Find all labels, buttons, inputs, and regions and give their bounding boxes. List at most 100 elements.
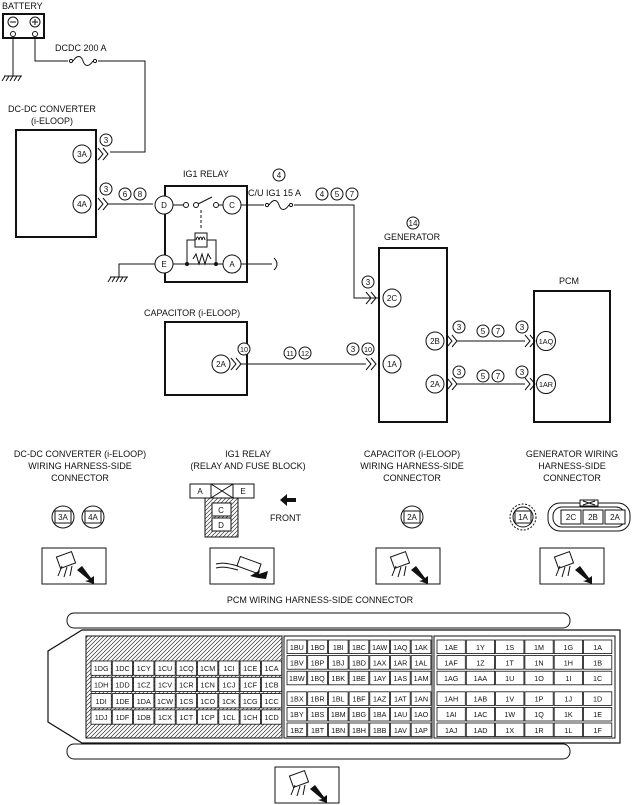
pcm-pin-cell: [524, 670, 554, 686]
pcm-pin-label: 1CS: [179, 697, 193, 706]
capacitor-label: CAPACITOR (i-ELOOP): [144, 308, 240, 318]
pcm-pin-label: 1O: [534, 674, 544, 683]
note-6: 6: [123, 190, 128, 199]
pcm-pin-label: 1BG: [352, 710, 367, 719]
battery-label: BATTERY: [2, 1, 43, 11]
pcm-pin-cell: [133, 693, 155, 709]
dcdc-pin-3a: 3A: [77, 150, 87, 159]
pcm-pin-cell: [495, 707, 525, 722]
pcm-pin-cell: [524, 707, 554, 722]
pcm-pin-cell: [197, 676, 219, 692]
relay-pin-d: D: [161, 201, 167, 210]
pcm-pin-cell: [218, 660, 240, 676]
pcm-pin-label: 1CY: [137, 664, 151, 673]
pcm-pin-cell: [197, 693, 219, 709]
pcm-pin-label: 1C: [593, 674, 602, 683]
pcm-pin-cell: [286, 691, 308, 706]
pcm-pin-label: 1BH: [352, 726, 366, 735]
pcm-pin-cell: [524, 639, 554, 655]
note-12: 12: [301, 349, 309, 358]
pcm-pin-cell: [553, 691, 583, 706]
pcm-pin-cell: [465, 691, 495, 706]
pcm-pin-label: 1AN: [414, 695, 428, 704]
note-2a-7: 7: [496, 372, 501, 381]
pcm-pin-label: 1W: [504, 710, 515, 719]
pcm-pin-label: 1N: [534, 658, 543, 667]
pcm-pin-label: 1DF: [116, 713, 130, 722]
pcm-pin-cell: [583, 639, 613, 655]
pcm-pin-1ar: 1AR: [539, 380, 553, 389]
pcm-pin-label: 1DA: [137, 697, 151, 706]
pcm-pin-label: 1AE: [444, 643, 458, 652]
pcm-pin-label: 1CM: [200, 664, 215, 673]
relay-pin-e: E: [161, 260, 166, 269]
pcm-pin-cell: [524, 655, 554, 670]
pcm-pin-cell: [133, 660, 155, 676]
generator-label: GENERATOR: [384, 232, 441, 242]
pcm-pin-cell: [90, 709, 112, 725]
pcm-pin-cell: [495, 639, 525, 655]
gen-pin-2a: 2A: [430, 380, 440, 389]
pcm-pin-label: 1BS: [311, 710, 325, 719]
pcm-pin-cell: [583, 670, 613, 686]
pcm-pin-label: 1CJ: [223, 680, 236, 689]
pcm-pin-cell: [307, 655, 328, 670]
gen-pin-2b: 2B: [430, 337, 440, 346]
pcm-pin-cell: [154, 676, 176, 692]
pcm-pin-label: 1Z: [476, 658, 485, 667]
pcm-pin-label: 1DC: [115, 664, 129, 673]
pcm-pin-label: 1T: [506, 658, 515, 667]
note-11: 11: [286, 349, 293, 358]
pcm-pin-label: 1BJ: [332, 658, 345, 667]
dcdc-conn-pin-3a: 3A: [58, 513, 68, 522]
note-2a-5: 5: [481, 372, 486, 381]
pcm-pin-cell: [553, 655, 583, 670]
pcm-pin-cell: [390, 707, 411, 722]
pcm-box: [533, 290, 611, 423]
pcm-pin-label: 1BE: [352, 674, 366, 683]
ground-icon: [1, 37, 22, 82]
pcm-pin-label: 1L: [564, 726, 572, 735]
pcm-pin-cell: [348, 670, 370, 686]
cap-connector-title-2: WIRING HARNESS-SIDE: [360, 461, 464, 471]
pcm-pin-cell: [327, 707, 349, 722]
pcm-pin-label: 1B: [593, 658, 602, 667]
note-2a-3: 3: [457, 368, 462, 377]
cap-conn-pin-2a: 2A: [407, 513, 417, 522]
fuse-icon: [68, 56, 98, 66]
pcm-pin-label: 1CW: [157, 697, 173, 706]
pcm-pin-cell: [175, 676, 197, 692]
pcm-pin-label: 1Q: [534, 710, 544, 719]
pcm-pin-cell: [410, 707, 432, 722]
pcm-pin-cell: [307, 691, 328, 706]
pcm-pin-label: 1Y: [476, 643, 485, 652]
pcm-pin-cell: [465, 722, 495, 738]
pcm-pin-label: 1AY: [373, 674, 386, 683]
pcm-pin-cell: [436, 722, 466, 738]
pcm-label: PCM: [559, 276, 579, 286]
pcm-pin-cell: [260, 709, 283, 725]
pcm-pin-cell: [553, 722, 583, 738]
pcm-pin-cell: [307, 707, 328, 722]
wire-2b-1aq: [446, 334, 536, 348]
pcm-pin-cell: [410, 691, 432, 706]
pcm-pin-cell: [553, 639, 583, 655]
pcm-pin-cell: [390, 722, 411, 738]
pcm-pin-label: 1BB: [373, 726, 387, 735]
pcm-pin-cell: [154, 709, 176, 725]
pcm-pin-label: 1AI: [446, 710, 457, 719]
pcm-pin-label: 1D: [593, 695, 602, 704]
pcm-pin-label: 1K: [564, 710, 573, 719]
fuse-icon: [264, 200, 294, 210]
dcdc-connector-title-3: CONNECTOR: [51, 473, 109, 483]
harness-probe-icon: [209, 547, 275, 585]
pcm-pin-cell: [410, 655, 432, 670]
pcm-pin-cell: [410, 670, 432, 686]
pcm-pin-cell: [111, 660, 134, 676]
pcm-connector-title: PCM WIRING HARNESS-SIDE CONNECTOR: [227, 595, 414, 605]
pcm-pin-label: 1CN: [200, 680, 214, 689]
pcm-pin-cell: [495, 722, 525, 738]
pcm-pin-label: 1CI: [223, 664, 234, 673]
pcm-pin-label: 1AM: [414, 674, 429, 683]
relay-conn-pin-d: D: [218, 521, 224, 530]
